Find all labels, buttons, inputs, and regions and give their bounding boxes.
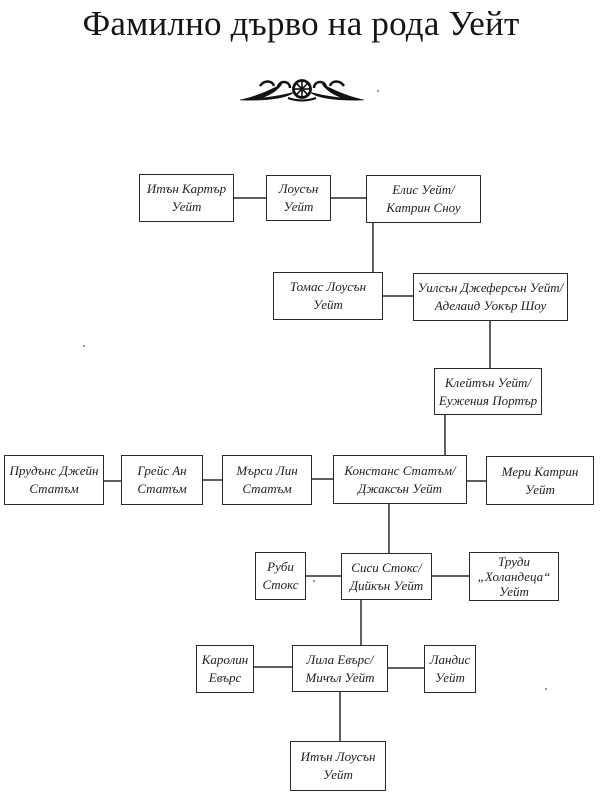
person-name-line2: Стокс — [262, 577, 299, 592]
person-name-line2: Уейт — [435, 670, 465, 685]
person-box-ruby-stokes: Руби Стокс — [255, 552, 306, 600]
person-box-lawson-waite: Лоусън Уейт — [266, 175, 331, 221]
decorative-fleuron-icon — [239, 79, 365, 102]
person-name-line2: Уейт — [283, 199, 314, 214]
person-name-line1: Каролин — [201, 652, 249, 667]
person-box-marcy-statham: Мърси Лин Статъм — [222, 455, 312, 505]
scan-speck — [313, 580, 315, 582]
person-name-line2: Мичъл Уейт — [305, 669, 375, 685]
person-name-line2: Уейт — [525, 481, 555, 497]
person-name-line2: „Холандеца“ — [477, 569, 551, 584]
person-box-mary-katherine-waite: Мери Катрин Уейт — [486, 456, 594, 505]
scan-speck — [377, 90, 379, 92]
person-box-thomas-lawson-waite: Томас Лоусън Уейт — [273, 272, 383, 320]
person-name-line2: Уейт — [313, 297, 343, 312]
person-name-line1: Елис Уейт/ — [392, 182, 455, 197]
person-name-line2: Еужения Портър — [438, 392, 538, 408]
person-box-ethan-lawson-waite: Итън Лоусън Уейт — [290, 741, 386, 791]
person-box-wilson-adelaide: Уилсън Джеферсън Уейт/ Аделаид Уокър Шоу — [413, 273, 568, 321]
person-box-prudence-statham: Прудънс Джейн Статъм — [4, 455, 104, 505]
person-name-line2: Дийкън Уейт — [349, 577, 424, 593]
person-name-line1: Томас Лоусън — [289, 279, 367, 294]
person-name-line1: Клейтън Уейт/ — [444, 374, 532, 390]
person-name-line1: Прудънс Джейн — [9, 463, 99, 478]
person-name-line2: Статъм — [242, 481, 292, 496]
person-name-line1: Руби — [267, 559, 294, 574]
person-box-caroline-evers: Каролин Евърс — [196, 645, 254, 693]
person-name-line1: Труди — [497, 554, 531, 569]
person-name-line3: Уейт — [499, 584, 529, 599]
person-name-line1: Мърси Лин — [236, 463, 298, 478]
person-name-line2: Евърс — [208, 670, 242, 685]
person-box-constance-jackson: Констанс Статъм/ Джаксън Уейт — [333, 455, 467, 504]
person-name-line2: Статъм — [29, 481, 79, 496]
person-name-line1: Мери Катрин — [501, 463, 579, 479]
person-box-lila-mitchell: Лила Евърс/ Мичъл Уейт — [292, 645, 388, 692]
person-name-line2: Статъм — [137, 481, 187, 496]
person-name-line1: Лила Евърс/ — [306, 651, 374, 667]
person-box-clayton-eugenia: Клейтън Уейт/ Еужения Портър — [434, 368, 542, 415]
page-title: Фамилно дърво на рода Уейт — [82, 4, 520, 43]
person-name-line1: Итън Лоусън — [300, 749, 376, 764]
person-name-line1: Ландис — [429, 652, 471, 667]
scan-speck — [83, 345, 85, 347]
person-name-line2: Уейт — [171, 199, 202, 214]
person-name-line2: Джаксън Уейт — [357, 480, 443, 496]
person-name-line1: Итън Картър — [146, 181, 227, 196]
person-box-landis-waite: Ландис Уейт — [424, 645, 476, 693]
person-name-line1: Сиси Стокс/ — [351, 559, 422, 575]
person-box-ellis-katherine: Елис Уейт/ Катрин Сноу — [366, 175, 481, 223]
person-name-line1: Лоусън — [278, 181, 319, 196]
person-name-line2: Аделаид Уокър Шоу — [434, 298, 547, 313]
scan-speck — [545, 688, 547, 690]
person-name-line2: Катрин Сноу — [386, 200, 461, 215]
person-name-line1: Констанс Статъм/ — [344, 462, 456, 478]
person-box-ethan-carter-waite: Итън Картър Уейт — [139, 174, 234, 222]
person-box-sissy-deacon: Сиси Стокс/ Дийкън Уейт — [341, 553, 432, 600]
person-box-grace-statham: Грейс Ан Статъм — [121, 455, 203, 505]
person-name-line1: Грейс Ан — [137, 463, 187, 478]
person-name-line1: Уилсън Джеферсън Уейт/ — [417, 280, 564, 295]
person-box-trudy-dutchman-waite: Труди „Холандеца“ Уейт — [469, 552, 559, 601]
person-name-line2: Уейт — [323, 767, 353, 782]
